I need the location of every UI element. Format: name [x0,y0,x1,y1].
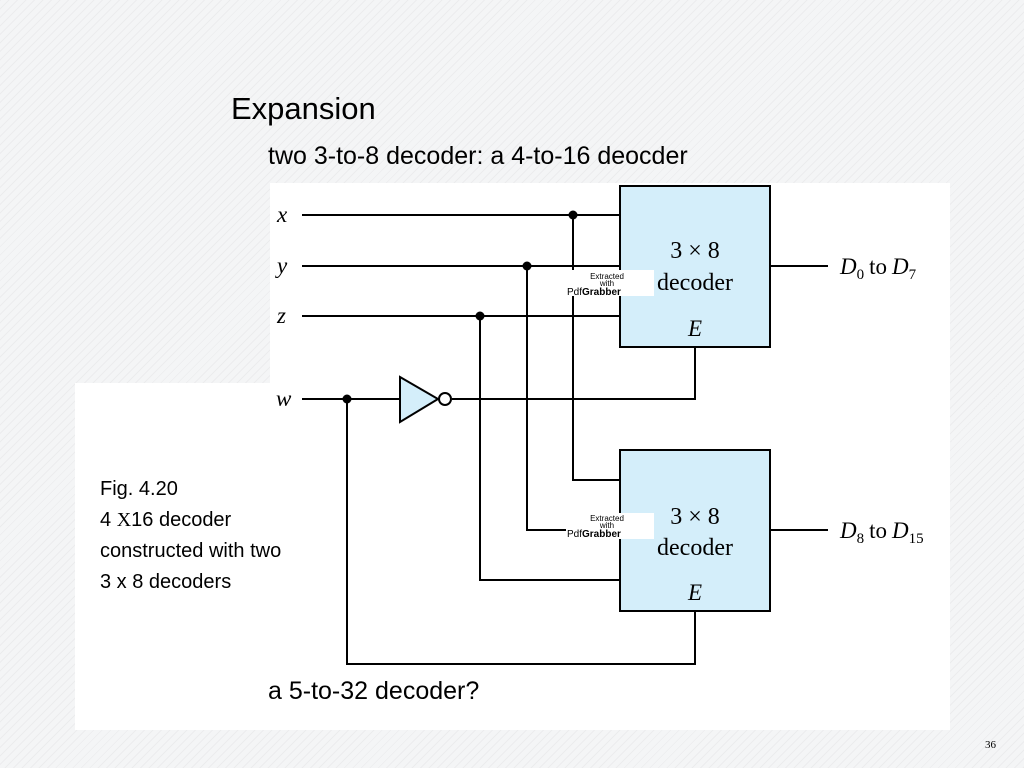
enable-label-upper: E [687,316,702,341]
decoder-size-lower: 3 × 8 [670,504,720,530]
figure-caption: Fig. 4.20 4 X16 decoder constructed with… [100,474,281,598]
watermark-upper: Extracted with PdfGrabber [566,270,654,298]
svg-text:with: with [599,521,614,530]
slide-number: 36 [985,739,996,751]
svg-text:PdfGrabber: PdfGrabber [567,287,621,298]
enable-wire-upper [452,347,696,400]
input-label-x: x [276,202,288,227]
inverter-gate [399,375,440,424]
subpoint-2: a 5-to-32 decoder? [268,677,480,705]
caption-line-4: 3 x 8 decoders [100,571,232,593]
svg-text:PdfGrabber: PdfGrabber [567,529,621,540]
input-label-z: z [276,303,286,328]
junction-dot [522,261,532,271]
subpoint-1: two 3-to-8 decoder: a 4-to-16 deocder [268,142,688,170]
junction-dot [568,210,578,220]
caption-line-1: Fig. 4.20 [100,478,178,500]
svg-text:with: with [599,279,614,288]
svg-text:Extracted: Extracted [590,514,624,523]
slide-heading: Expansion [231,91,376,126]
decoder-box-upper [619,185,771,348]
enable-label-lower: E [687,580,702,605]
svg-text:Extracted: Extracted [590,272,624,281]
junction-dot [342,394,352,404]
inverter-bubble [438,392,452,406]
input-label-w: w [276,386,292,411]
input-label-y: y [275,253,288,278]
decoder-size-upper: 3 × 8 [670,238,720,264]
decoder-name-lower: decoder [657,535,733,561]
decoder-name-upper: decoder [657,270,733,296]
caption-line-2: 4 X16 decoder [100,509,232,531]
caption-line-3: constructed with two [100,540,282,562]
junction-dot [475,311,485,321]
branch-wire-x [572,215,620,481]
watermark-lower: Extracted with PdfGrabber [566,513,654,540]
enable-wire-lower [346,399,696,665]
branch-wire-z [479,316,620,581]
caption-panel [75,383,275,730]
